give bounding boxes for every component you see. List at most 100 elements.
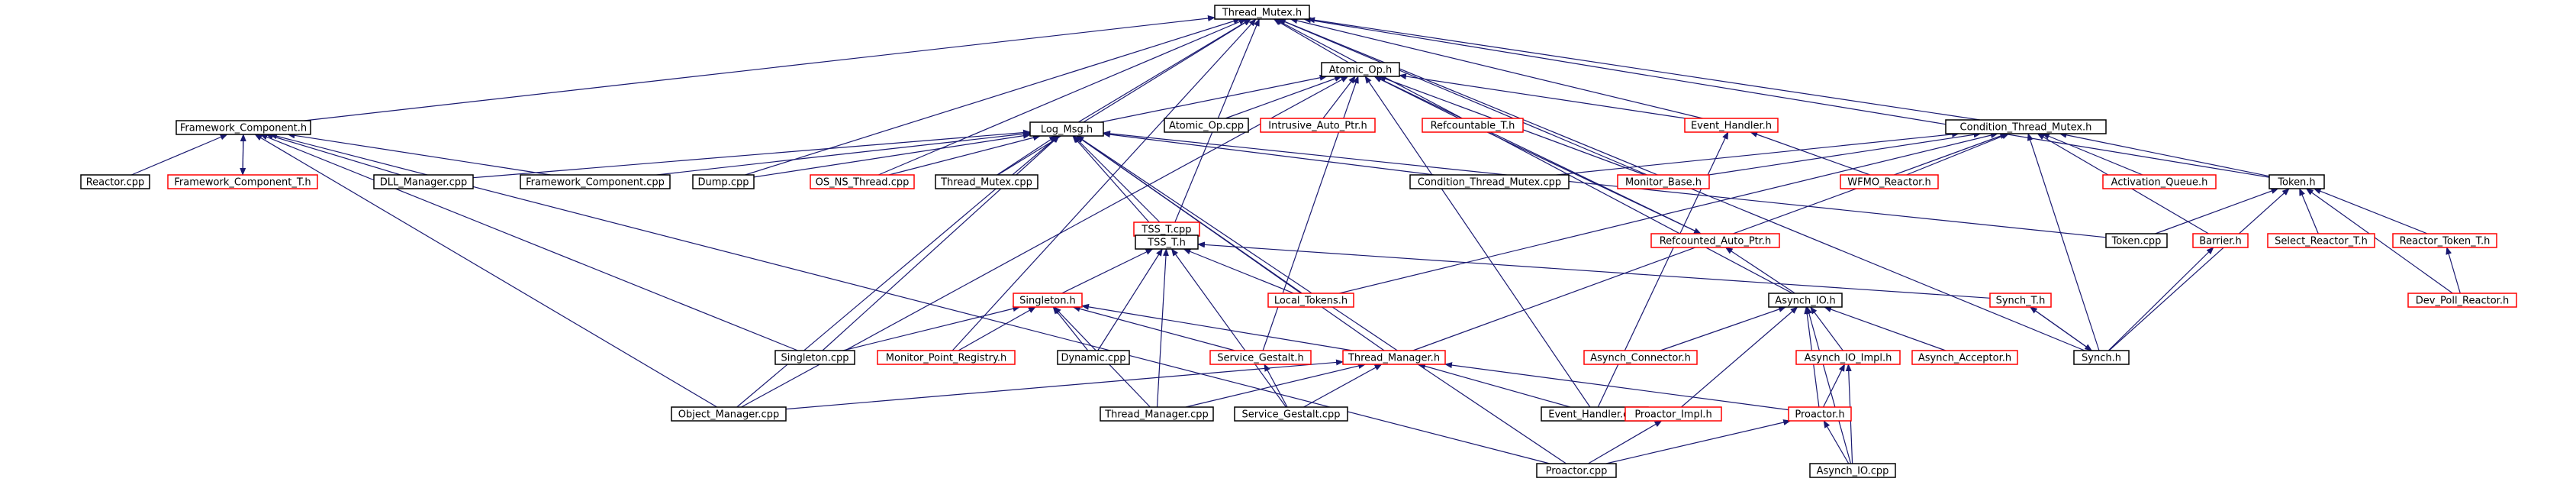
node-label: Condition_Thread_Mutex.h xyxy=(1960,122,2092,134)
node-dev-poll-reactor-h[interactable]: Dev_Poll_Reactor.h xyxy=(2407,293,2517,308)
node-thread-mutex-h[interactable]: Thread_Mutex.h xyxy=(1214,5,1310,20)
node-tss-t-h[interactable]: TSS_T.h xyxy=(1135,234,1199,250)
node-thread-manager-h[interactable]: Thread_Manager.h xyxy=(1342,350,1446,365)
node-object-manager-cpp[interactable]: Object_Manager.cpp xyxy=(671,406,787,422)
node-event-handler-h[interactable]: Event_Handler.h xyxy=(1684,118,1779,133)
node-wfmo-reactor-h[interactable]: WFMO_Reactor.h xyxy=(1840,174,1939,189)
edge-condition-thread-mutex-cpp-to-log-msg-h xyxy=(1103,131,1435,176)
node-synch-h[interactable]: Synch.h xyxy=(2073,350,2130,365)
node-singleton-h[interactable]: Singleton.h xyxy=(1013,293,1083,308)
node-dump-cpp[interactable]: Dump.cpp xyxy=(692,174,755,189)
node-label: Asynch_IO.h xyxy=(1775,296,1835,307)
node-label: Framework_Component_T.h xyxy=(174,177,311,189)
node-box xyxy=(1911,350,2018,365)
node-monitor-point-registry-h[interactable]: Monitor_Point_Registry.h xyxy=(877,350,1016,365)
node-framework-component-cpp[interactable]: Framework_Component.cpp xyxy=(520,174,671,189)
node-service-gestalt-cpp[interactable]: Service_Gestalt.cpp xyxy=(1234,406,1348,422)
node-asynch-connector-h[interactable]: Asynch_Connector.h xyxy=(1583,350,1698,365)
node-box xyxy=(692,174,755,189)
node-proactor-cpp[interactable]: Proactor.cpp xyxy=(1536,463,1617,478)
node-condition-thread-mutex-cpp[interactable]: Condition_Thread_Mutex.cpp xyxy=(1409,174,1570,189)
edge-proactor-cpp-to-proactor-h xyxy=(1605,419,1792,464)
node-box xyxy=(373,174,474,189)
edge-tss-t-h-to-log-msg-h xyxy=(1072,135,1161,236)
node-condition-thread-mutex-h[interactable]: Condition_Thread_Mutex.h xyxy=(1945,119,2107,134)
edge-reactor-cpp-to-framework-component-h xyxy=(131,134,228,176)
node-reactor-cpp[interactable]: Reactor.cpp xyxy=(80,174,150,189)
edge-object-manager-cpp-to-framework-component-h xyxy=(254,134,718,408)
edge-asynch-io-cpp-to-asynch-io-h xyxy=(1806,306,1852,464)
node-label: Asynch_IO_Impl.h xyxy=(1805,353,1892,364)
node-label: Singleton.h xyxy=(1019,296,1076,307)
edge-service-gestalt-cpp-to-thread-manager-h xyxy=(1303,364,1383,408)
node-label: Proactor.h xyxy=(1795,409,1844,421)
edge-asynch-acceptor-h-to-asynch-io-h xyxy=(1824,306,1946,351)
node-label: Synch_T.h xyxy=(1996,296,2046,307)
node-asynch-io-h[interactable]: Asynch_IO.h xyxy=(1768,293,1843,308)
node-box xyxy=(2105,233,2168,248)
node-os-ns-thread-cpp[interactable]: OS_NS_Thread.cpp xyxy=(810,174,915,189)
node-box xyxy=(1617,174,1710,189)
edge-atomic-op-h-to-thread-mutex-h xyxy=(1273,18,1349,63)
edge-synch-h-to-condition-thread-mutex-h xyxy=(2027,133,2100,351)
node-box xyxy=(1989,293,2052,308)
node-thread-mutex-cpp[interactable]: Thread_Mutex.cpp xyxy=(935,174,1038,189)
node-asynch-io-cpp[interactable]: Asynch_IO.cpp xyxy=(1809,463,1896,478)
node-monitor-base-h[interactable]: Monitor_Base.h xyxy=(1617,174,1710,189)
node-label: Event_Handler.h xyxy=(1691,121,1772,132)
node-framework-component-h[interactable]: Framework_Component.h xyxy=(175,120,311,135)
edge-singleton-cpp-to-singleton-h xyxy=(842,306,1021,351)
edge-token-h-to-condition-thread-mutex-h xyxy=(2059,131,2270,177)
node-synch-t-h[interactable]: Synch_T.h xyxy=(1989,293,2052,308)
edge-wfmo-reactor-h-to-event-handler-h xyxy=(1750,131,1871,176)
node-tss-t-cpp[interactable]: TSS_T.cpp xyxy=(1133,221,1200,237)
node-asynch-io-impl-h[interactable]: Asynch_IO_Impl.h xyxy=(1795,350,1901,365)
node-label: Asynch_IO.cpp xyxy=(1817,466,1889,477)
node-box xyxy=(1809,463,1896,478)
node-dll-manager-cpp[interactable]: DLL_Manager.cpp xyxy=(373,174,474,189)
node-thread-manager-cpp[interactable]: Thread_Manager.cpp xyxy=(1100,406,1214,422)
node-label: Reactor.cpp xyxy=(86,177,145,189)
node-atomic-op-h[interactable]: Atomic_Op.h xyxy=(1321,62,1400,77)
node-box xyxy=(1624,406,1722,422)
node-service-gestalt-h[interactable]: Service_Gestalt.h xyxy=(1209,350,1312,365)
node-intrusive-auto-ptr-h[interactable]: Intrusive_Auto_Ptr.h xyxy=(1260,118,1376,133)
node-box xyxy=(2268,174,2325,189)
node-token-h[interactable]: Token.h xyxy=(2268,174,2325,189)
edge-singleton-h-to-tss-t-h xyxy=(1061,248,1154,294)
node-label: Singleton.cpp xyxy=(781,353,848,364)
node-atomic-op-cpp[interactable]: Atomic_Op.cpp xyxy=(1164,118,1249,133)
node-framework-component-t-h[interactable]: Framework_Component_T.h xyxy=(167,174,318,189)
node-log-msg-h[interactable]: Log_Msg.h xyxy=(1029,121,1104,137)
node-box xyxy=(2267,233,2375,248)
edge-atomic-op-cpp-to-atomic-op-h xyxy=(1225,76,1343,119)
node-token-cpp[interactable]: Token.cpp xyxy=(2105,233,2168,248)
node-proactor-impl-h[interactable]: Proactor_Impl.h xyxy=(1624,406,1722,422)
node-refcounted-auto-ptr-h[interactable]: Refcounted_Auto_Ptr.h xyxy=(1650,233,1780,248)
node-local-tokens-h[interactable]: Local_Tokens.h xyxy=(1267,293,1354,308)
node-box xyxy=(167,174,318,189)
node-label: Framework_Component.cpp xyxy=(526,177,665,189)
edge-synch-t-h-to-tss-t-h xyxy=(1197,241,1991,299)
edge-reactor-token-t-h-to-token-h xyxy=(2313,188,2428,234)
node-box xyxy=(1945,119,2107,134)
node-label: Event_Handler.cpp xyxy=(1548,409,1641,421)
edge-dll-manager-cpp-to-framework-component-h xyxy=(265,133,401,176)
node-box xyxy=(1536,463,1617,478)
node-barrier-h[interactable]: Barrier.h xyxy=(2192,233,2249,248)
node-dynamic-cpp[interactable]: Dynamic.cpp xyxy=(1057,350,1130,365)
node-select-reactor-t-h[interactable]: Select_Reactor_T.h xyxy=(2267,233,2375,248)
node-proactor-h[interactable]: Proactor.h xyxy=(1788,406,1852,422)
node-activation-queue-h[interactable]: Activation_Queue.h xyxy=(2102,174,2217,189)
edge-framework-component-cpp-to-log-msg-h xyxy=(656,131,1031,176)
node-event-handler-cpp[interactable]: Event_Handler.cpp xyxy=(1541,406,1649,422)
node-singleton-cpp[interactable]: Singleton.cpp xyxy=(774,350,855,365)
node-reactor-token-t-h[interactable]: Reactor_Token_T.h xyxy=(2392,233,2497,248)
node-box xyxy=(1013,293,1083,308)
edge-condition-thread-mutex-h-to-thread-mutex-h xyxy=(1307,17,1980,121)
node-box xyxy=(2073,350,2130,365)
node-refcountable-t-h[interactable]: Refcountable_T.h xyxy=(1422,118,1524,133)
node-label: Dev_Poll_Reactor.h xyxy=(2416,296,2509,307)
node-label: Asynch_Acceptor.h xyxy=(1918,353,2011,364)
node-asynch-acceptor-h[interactable]: Asynch_Acceptor.h xyxy=(1911,350,2018,365)
